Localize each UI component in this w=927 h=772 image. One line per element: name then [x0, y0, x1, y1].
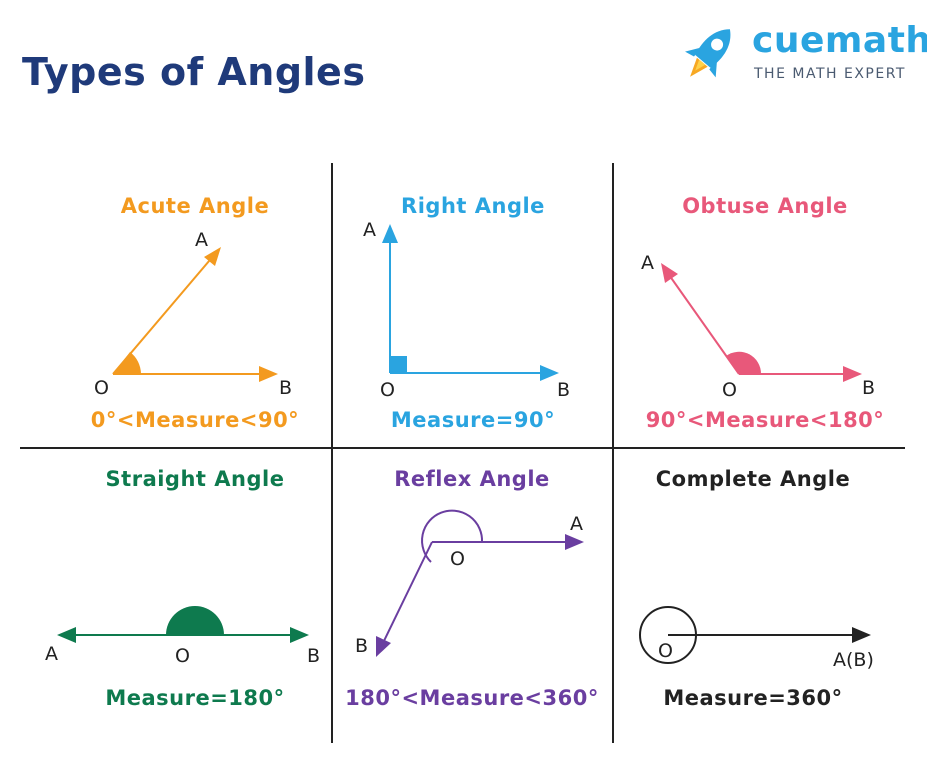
- reflex-arrowhead-b: [376, 636, 391, 657]
- obtuse-ray-a: [666, 271, 740, 375]
- reflex-arrowhead-a: [565, 534, 584, 550]
- grid-divider-vertical-right: [612, 163, 614, 743]
- acute-arrowhead-b: [259, 366, 278, 382]
- straight-label-a: A: [45, 643, 58, 665]
- straight-angle-panel: Straight Angle A O B Measure=180°: [45, 450, 345, 720]
- obtuse-label-o: O: [722, 379, 737, 401]
- reflex-angle-title: Reflex Angle: [394, 467, 550, 491]
- grid-divider-vertical-left: [331, 163, 333, 743]
- straight-label-b: B: [307, 645, 320, 667]
- acute-ray-a: [112, 253, 216, 375]
- straight-arrowhead-b: [290, 627, 309, 643]
- straight-angle-measure: Measure=180°: [105, 686, 285, 710]
- reflex-angle-measure: 180°<Measure<360°: [345, 686, 599, 710]
- reflex-angle-arc: [421, 509, 484, 563]
- brand-name: cuemath: [752, 20, 927, 61]
- complete-label-ab: A(B): [833, 649, 874, 671]
- reflex-label-b: B: [355, 635, 368, 657]
- obtuse-angle-arc: [726, 351, 762, 374]
- acute-angle-arc: [113, 352, 141, 374]
- rocket-icon: [685, 29, 731, 78]
- reflex-ray-b: [381, 541, 433, 646]
- straight-angle-title: Straight Angle: [105, 467, 285, 491]
- reflex-label-a: A: [570, 513, 583, 535]
- obtuse-arrowhead-a: [661, 263, 678, 283]
- obtuse-angle-diagram: A O B: [641, 252, 875, 401]
- obtuse-label-b: B: [862, 377, 875, 399]
- acute-arrowhead-a: [204, 247, 221, 266]
- acute-label-o: O: [94, 377, 109, 399]
- right-angle-panel: Right Angle A O B Measure=90°: [323, 180, 623, 450]
- complete-angle-measure: Measure=360°: [663, 686, 843, 710]
- right-angle-diagram: A O B: [363, 219, 570, 401]
- reflex-angle-panel: Reflex Angle A O B 180°<Measure<360°: [322, 450, 622, 720]
- obtuse-angle-measure: 90°<Measure<180°: [645, 408, 885, 432]
- acute-angle-measure: 0°<Measure<90°: [90, 408, 300, 432]
- right-arrowhead-b: [540, 365, 559, 381]
- page-title: Types of Angles: [22, 50, 366, 94]
- right-angle-title: Right Angle: [401, 194, 545, 218]
- brand-logo: cuemath THE MATH EXPERT: [668, 18, 927, 88]
- right-arrowhead-a: [382, 224, 398, 243]
- complete-angle-diagram: O A(B): [639, 606, 874, 671]
- acute-angle-title: Acute Angle: [120, 194, 270, 218]
- obtuse-angle-title: Obtuse Angle: [682, 194, 848, 218]
- complete-label-o: O: [658, 640, 673, 662]
- complete-angle-panel: Complete Angle O A(B) Measure=360°: [603, 450, 903, 720]
- complete-angle-title: Complete Angle: [655, 467, 851, 491]
- grid-divider-horizontal: [20, 447, 905, 449]
- acute-angle-diagram: A O B: [94, 229, 292, 399]
- acute-angle-panel: Acute Angle A O B 0°<Measure<90°: [45, 180, 345, 450]
- right-label-o: O: [380, 379, 395, 401]
- obtuse-label-a: A: [641, 252, 654, 274]
- right-angle-square: [390, 356, 407, 373]
- straight-angle-diagram: A O B: [45, 606, 320, 667]
- reflex-label-o: O: [450, 548, 465, 570]
- obtuse-arrowhead-b: [843, 366, 862, 382]
- right-label-b: B: [557, 379, 570, 401]
- straight-angle-arc: [166, 606, 224, 635]
- brand-tagline: THE MATH EXPERT: [754, 66, 906, 82]
- straight-arrowhead-a: [57, 627, 76, 643]
- obtuse-angle-panel: Obtuse Angle A O B 90°<Measure<180°: [615, 180, 915, 450]
- complete-arrowhead: [852, 627, 871, 643]
- acute-label-b: B: [279, 377, 292, 399]
- right-angle-measure: Measure=90°: [390, 408, 556, 432]
- straight-label-o: O: [175, 645, 190, 667]
- right-label-a: A: [363, 219, 376, 241]
- acute-label-a: A: [195, 229, 208, 251]
- reflex-angle-diagram: A O B: [355, 509, 584, 657]
